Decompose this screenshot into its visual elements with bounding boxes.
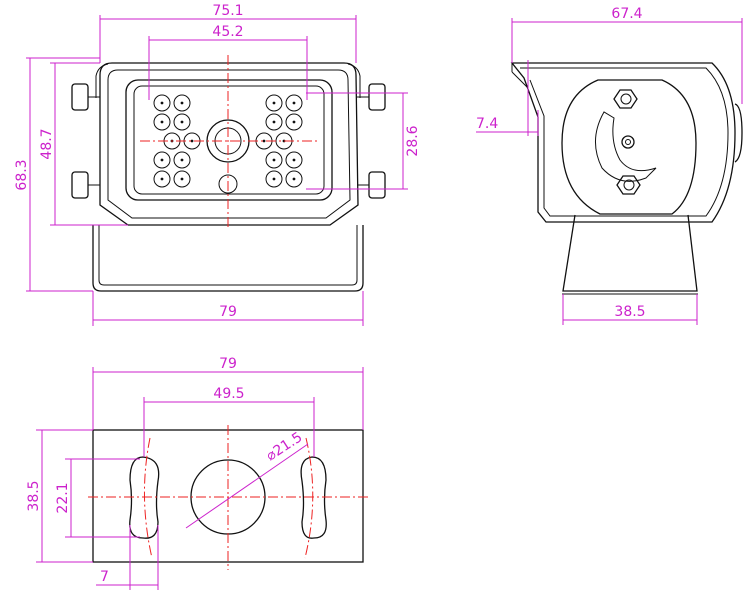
light-sensor (218, 174, 238, 194)
housing-inner-edge (107, 69, 351, 219)
ir-led (173, 170, 191, 188)
right-mount-slot (300, 456, 327, 539)
ir-led-center (160, 120, 164, 124)
dim-hole-diameter: ⌀21.5 (263, 429, 305, 464)
left-slot-arc (144, 437, 153, 559)
right-bottom-knob (368, 171, 386, 199)
dim-head-height: 48.7 (39, 128, 55, 159)
left-mount-slot (129, 456, 160, 539)
left-top-knob (71, 83, 89, 111)
ir-led-center (272, 101, 276, 105)
ir-led-center (292, 101, 296, 105)
top-bolt-icon (613, 89, 638, 109)
ir-led-center (160, 158, 164, 162)
ir-led-center (292, 120, 296, 124)
diameter-leader (185, 443, 309, 529)
rear-cap (734, 103, 743, 163)
ir-led (153, 151, 171, 169)
side-housing-inner (520, 67, 729, 217)
dim-top-width: 75.1 (212, 3, 243, 19)
ir-led-center (160, 101, 164, 105)
ir-led-center (180, 120, 184, 124)
ir-led (153, 94, 171, 112)
ir-led-center (180, 158, 184, 162)
dim-total-height: 68.3 (14, 159, 30, 190)
ir-led-center (190, 139, 194, 143)
ir-led (285, 170, 303, 188)
dim-slot-length: 22.1 (55, 482, 71, 513)
ir-led (153, 113, 171, 131)
camera-housing (99, 62, 359, 226)
ir-led-center (160, 177, 164, 181)
left-bottom-knob (71, 171, 89, 199)
dim-lens-spacing: 45.2 (212, 24, 243, 40)
dim-bottom-width: 79 (219, 356, 237, 372)
ir-led (285, 113, 303, 131)
front-window-inner (133, 85, 325, 195)
ir-led (265, 94, 283, 112)
ir-led (173, 94, 191, 112)
side-view: 67.4 7.4 38.5 (476, 6, 743, 325)
bottom-view: 79 49.5 ⌀21.5 38.5 22.1 7 (26, 356, 368, 590)
ir-led (285, 151, 303, 169)
ir-led (173, 151, 191, 169)
ir-led-center (180, 177, 184, 181)
ir-led-center (272, 120, 276, 124)
front-window (125, 79, 333, 201)
mounting-plate (561, 79, 697, 215)
bracket-base (92, 225, 364, 292)
ir-led (265, 151, 283, 169)
right-slot-arc (304, 437, 314, 559)
ir-led-center (180, 101, 184, 105)
dim-led-height: 28.6 (405, 125, 421, 156)
ir-led (173, 113, 191, 131)
ir-led (265, 113, 283, 131)
ir-led (285, 94, 303, 112)
bracket-base-inner (98, 225, 358, 286)
side-housing (510, 62, 736, 223)
dim-mount-width: 38.5 (614, 304, 645, 320)
right-top-knob (368, 83, 386, 111)
dim-base-width: 79 (219, 304, 237, 320)
ir-led-center (292, 158, 296, 162)
ir-led (265, 170, 283, 188)
ir-led-center (272, 158, 276, 162)
pivot-bolt-icon (621, 135, 635, 149)
dim-bottom-height: 38.5 (26, 480, 42, 511)
ir-led (153, 170, 171, 188)
dim-visor: 7.4 (476, 116, 498, 132)
dim-depth: 67.4 (611, 6, 642, 22)
ir-led-center (292, 177, 296, 181)
ir-led-center (262, 139, 266, 143)
dim-slot-spacing: 49.5 (213, 386, 244, 402)
mount-column (562, 214, 698, 292)
ir-led-center (272, 177, 276, 181)
adjustment-slot (595, 111, 657, 182)
bottom-bolt-icon (616, 175, 641, 195)
dim-slot-width: 7 (100, 569, 109, 585)
front-view: 75.1 45.2 68.3 48.7 28.6 79 (14, 3, 421, 326)
